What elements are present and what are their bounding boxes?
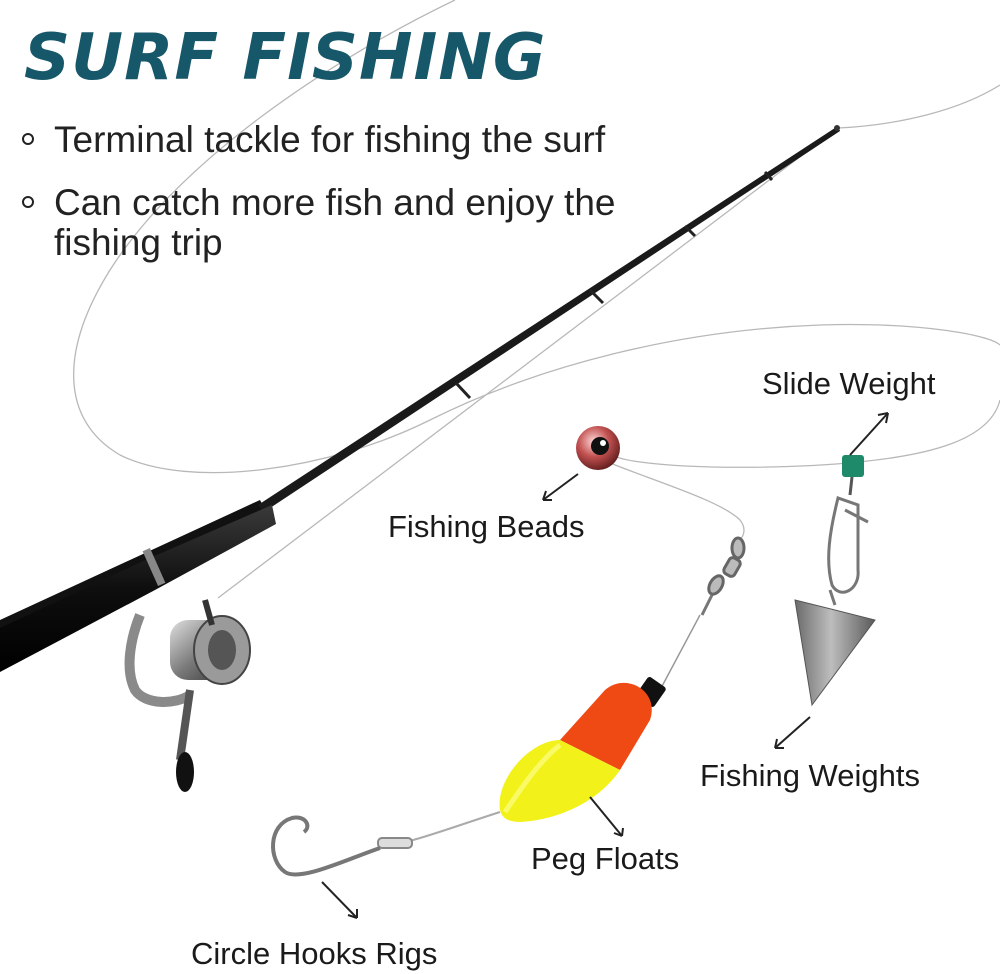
spinning-reel	[124, 599, 251, 792]
fishing-rod	[0, 125, 840, 672]
label-slide-weight: Slide Weight	[762, 366, 936, 401]
fishing-bead-illustration	[576, 426, 620, 470]
swivel	[700, 536, 746, 616]
label-circle-hooks-rigs: Circle Hooks Rigs	[191, 936, 438, 971]
rod-guides	[454, 171, 774, 400]
feature-text: Terminal tackle for fishing the surf	[54, 119, 606, 160]
feature-text: Can catch more fish and enjoy the fishin…	[54, 182, 616, 263]
bullet-circle-icon	[22, 133, 34, 145]
page-title: SURF FISHING	[24, 21, 547, 95]
feature-item: Can catch more fish and enjoy the fishin…	[22, 183, 682, 263]
feature-item: Terminal tackle for fishing the surf	[22, 120, 682, 160]
circle-hook	[271, 815, 413, 877]
label-fishing-weights: Fishing Weights	[700, 758, 920, 793]
callout-arrows	[321, 412, 889, 919]
label-peg-floats: Peg Floats	[531, 841, 680, 876]
slide-weight-illustration	[827, 455, 869, 594]
peg-float	[499, 677, 666, 822]
bullet-circle-icon	[22, 196, 34, 208]
pyramid-weight-illustration	[794, 589, 876, 707]
label-fishing-beads: Fishing Beads	[388, 509, 585, 544]
fishing-line	[73, 0, 1000, 599]
feature-list: Terminal tackle for fishing the surf Can…	[22, 120, 682, 286]
